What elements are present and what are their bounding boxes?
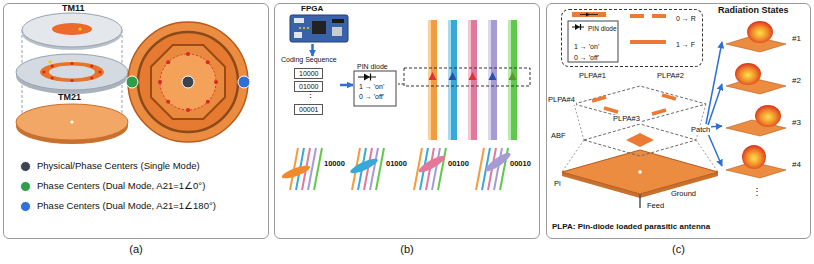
pin-legend-icons — [568, 12, 666, 62]
part-label: PLPA#4 — [547, 96, 576, 105]
part-label: Feed — [646, 202, 665, 211]
legend-swatch — [20, 181, 31, 192]
legend-swatch — [20, 201, 31, 212]
part-label: Patch — [690, 126, 711, 135]
coding-sequence-group: Coding Sequence 10000 01000 00001 — [280, 56, 340, 118]
node-text: 1 → F — [676, 41, 695, 49]
node-text: 01000 — [299, 83, 318, 90]
node-text: 0 → R — [676, 15, 696, 23]
top-view-illustration — [126, 22, 250, 142]
code-label: 00010 — [510, 160, 531, 169]
ellipsis: ⋮ — [306, 90, 315, 100]
section-heading: Radiation States — [718, 5, 789, 15]
part-label: PLPA#1 — [578, 72, 607, 81]
state-number: #2 — [792, 76, 801, 85]
fpga-board: FPGA — [285, 4, 353, 44]
pin-diode-legend: PIN diode 1 → 'on' 0 → 'off' 0 → R 1 → F — [561, 9, 703, 67]
stack-illustration — [16, 13, 128, 144]
node-text: 00001 — [299, 106, 318, 113]
code-label: 10000 — [324, 160, 345, 169]
node-text: 1 → 'on' — [359, 83, 384, 91]
part-label: PLPA#2 — [656, 72, 685, 81]
node-text: 1 → 'on' — [574, 43, 599, 51]
legend-text: Physical/Phase Centers (Single Mode) — [37, 160, 200, 172]
part-label: PLPA#3 — [612, 115, 641, 124]
figure-panel: (b)FPGACoding Sequence100000100000001PIN… — [274, 3, 540, 239]
legend-text: Phase Centers (Dual Mode, A21=1∠0°) — [37, 180, 205, 192]
state-number: #3 — [792, 118, 801, 127]
code-box: 10000 — [294, 68, 323, 79]
panel-caption: (b) — [275, 243, 539, 256]
legend-text: Phase Centers (Dual Mode, A21=1∠180°) — [37, 200, 216, 212]
arrow-connector — [311, 44, 314, 56]
arrow-connector — [340, 84, 353, 87]
mode-label: TM11 — [62, 3, 85, 13]
legend-row: Phase Centers (Dual Mode, A21=1∠180°) — [20, 200, 216, 212]
pin-diode-box: PIN diode 1 → 'on' 0 → 'off' — [353, 63, 399, 107]
figure-panel: (c)PIN diode1 → 'on'0 → 'off'0 → R1 → F — [546, 3, 811, 239]
node-text: 0 → 'off' — [359, 93, 384, 101]
mode-label: TM21 — [58, 92, 81, 102]
panel-caption: (c) — [547, 243, 810, 256]
node-text: FPGA — [301, 4, 323, 13]
code-label: 01000 — [386, 160, 407, 169]
legend-swatch — [20, 161, 31, 172]
part-label: Pi — [553, 180, 562, 189]
node-text: 10000 — [299, 70, 318, 77]
legend-row: Phase Centers (Dual Mode, A21=1∠0°) — [20, 180, 205, 192]
fpga-illustration — [290, 15, 348, 42]
part-label: Ground — [670, 190, 697, 199]
panel-caption: (a) — [4, 243, 268, 256]
pin-diode-symbol — [354, 71, 404, 106]
strip-array — [404, 20, 530, 140]
state-number: #1 — [792, 34, 801, 43]
legend-row: Physical/Phase Centers (Single Mode) — [20, 160, 200, 172]
state-number: #4 — [792, 160, 801, 169]
beam-states — [281, 148, 513, 190]
code-box: 00001 — [294, 104, 323, 115]
node-text: 0 → 'off' — [574, 54, 599, 62]
footnote: PLPA: Pin-diode loaded parasitic antenna — [552, 222, 710, 231]
node-text: Coding Sequence — [281, 56, 337, 64]
radiation-patterns — [726, 21, 786, 178]
node-text: PIN diode — [357, 63, 388, 71]
part-label: ABF — [550, 132, 567, 141]
ellipsis: ⋮ — [752, 186, 762, 198]
node-text: PIN diode — [588, 25, 617, 32]
code-label: 00100 — [448, 160, 469, 169]
